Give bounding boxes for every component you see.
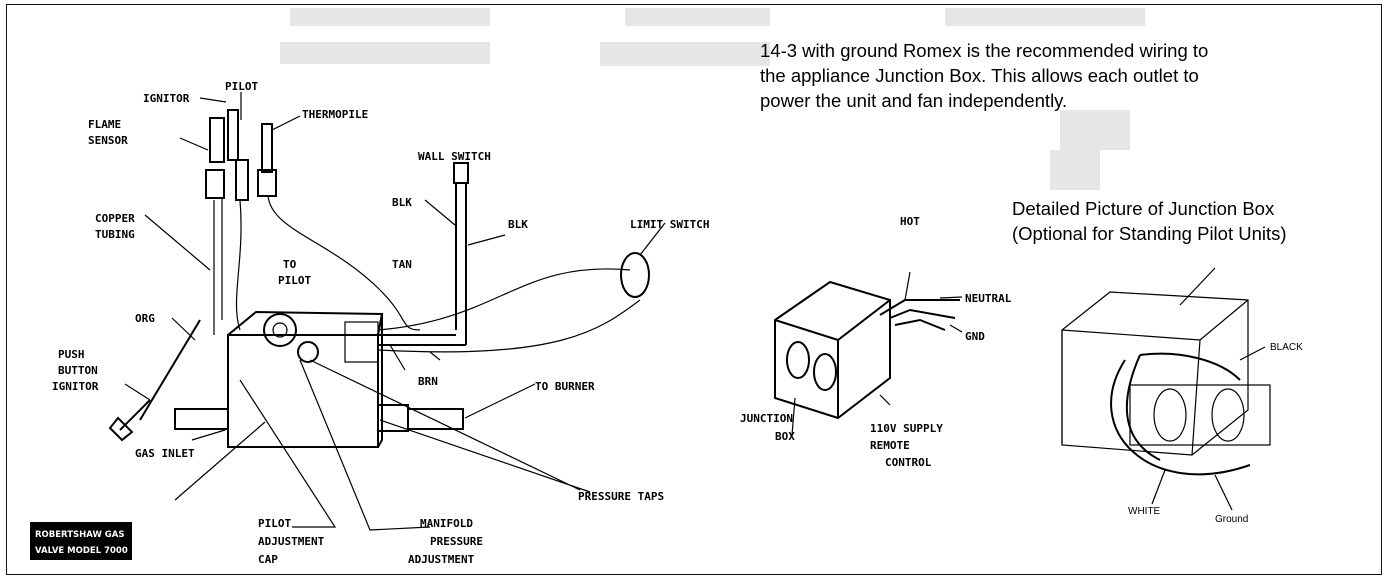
- label-to-pilot-2: PILOT: [278, 274, 311, 287]
- label-pilot: PILOT: [225, 80, 258, 93]
- background-pattern: [280, 8, 1145, 190]
- label-ground: Ground: [1215, 514, 1248, 525]
- detail-title-line-1: Detailed Picture of Junction Box: [1012, 198, 1275, 219]
- model-stamp: ROBERTSHAW GAS VALVE MODEL 7000: [30, 522, 132, 560]
- wiring: [108, 162, 650, 442]
- label-push-button-3: IGNITOR: [52, 380, 99, 393]
- label-push-button: PUSH: [58, 348, 85, 361]
- junction-box-detail: [1061, 267, 1271, 511]
- label-copper-tubing: COPPER: [95, 212, 135, 225]
- label-white: WHITE: [1128, 506, 1161, 517]
- junction-box: [774, 271, 963, 436]
- label-manifold: MANIFOLD: [420, 517, 473, 530]
- label-gnd: GND: [965, 330, 985, 343]
- label-to-burner: TO BURNER: [535, 380, 595, 393]
- label-tan: TAN: [392, 258, 412, 271]
- label-wall-switch: WALL SWITCH: [418, 150, 491, 163]
- label-pressure-taps: PRESSURE TAPS: [578, 490, 664, 503]
- wiring-note: 14-3 with ground Romex is the recommende…: [760, 38, 1360, 113]
- label-to-pilot: TO: [283, 258, 297, 271]
- pilot-assembly: [205, 109, 421, 335]
- label-junction-box: JUNCTION: [740, 412, 793, 425]
- wiring-note-line-3: power the unit and fan independently.: [760, 90, 1068, 111]
- label-blk-2: BLK: [508, 218, 528, 231]
- wiring-note-line-2: the appliance Junction Box. This allows …: [760, 65, 1199, 86]
- label-blk-1: BLK: [392, 196, 412, 209]
- label-ignitor: IGNITOR: [143, 92, 190, 105]
- label-neutral: NEUTRAL: [965, 292, 1012, 305]
- label-manifold-2: PRESSURE: [430, 535, 483, 548]
- diagram-frame: [6, 4, 1382, 575]
- label-black: BLACK: [1270, 342, 1303, 353]
- label-gas-inlet: GAS INLET: [135, 447, 195, 460]
- gas-valve: [174, 310, 464, 448]
- detail-title: Detailed Picture of Junction Box (Option…: [1012, 196, 1287, 246]
- label-flame-sensor-2: SENSOR: [88, 134, 128, 147]
- label-pilot-adjustment-3: CAP: [258, 553, 278, 566]
- label-limit-switch: LIMIT SWITCH: [630, 218, 709, 231]
- wiring-note-line-1: 14-3 with ground Romex is the recommende…: [760, 40, 1209, 61]
- label-manifold-3: ADJUSTMENT: [408, 553, 475, 566]
- stamp-line-1: ROBERTSHAW GAS: [35, 530, 124, 540]
- label-brn: BRN: [418, 375, 438, 388]
- leader-lines: [124, 92, 666, 531]
- label-pilot-adjustment-2: ADJUSTMENT: [258, 535, 325, 548]
- label-supply-3: CONTROL: [885, 456, 932, 469]
- label-pilot-adjustment: PILOT: [258, 517, 291, 530]
- label-flame-sensor: FLAME: [88, 118, 121, 131]
- label-copper-tubing-2: TUBING: [95, 228, 135, 241]
- label-push-button-2: BUTTON: [58, 364, 98, 377]
- label-supply: 110V SUPPLY: [870, 422, 943, 435]
- detail-title-line-2: (Optional for Standing Pilot Units): [1012, 223, 1287, 244]
- label-org: ORG: [135, 312, 155, 325]
- stamp-line-2: VALVE MODEL 7000: [35, 546, 128, 556]
- label-hot: HOT: [900, 215, 920, 228]
- label-supply-2: REMOTE: [870, 439, 910, 452]
- label-thermopile: THERMOPILE: [302, 108, 368, 121]
- label-junction-box-2: BOX: [775, 430, 795, 443]
